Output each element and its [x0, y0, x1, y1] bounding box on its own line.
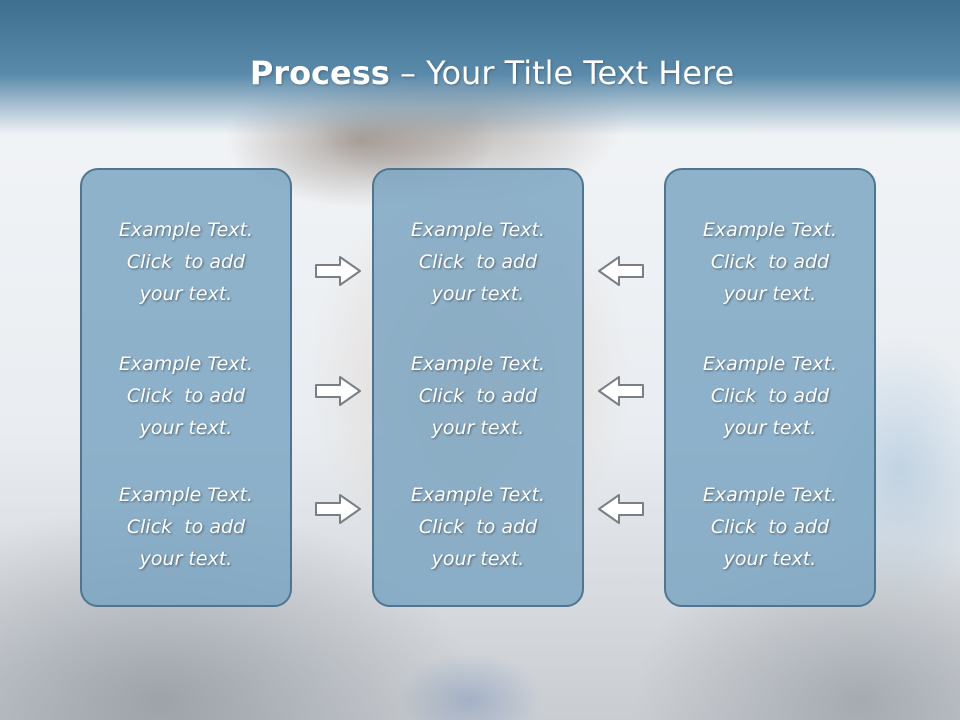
title-bar — [0, 0, 960, 135]
text-line: your text. — [431, 283, 525, 305]
text-line: Click to add — [126, 516, 246, 538]
text-block[interactable]: Example Text. Click to add your text. — [82, 214, 290, 310]
text-line: your text. — [723, 283, 817, 305]
text-line: Click to add — [418, 516, 538, 538]
text-line: your text. — [723, 417, 817, 439]
text-line: Example Text. — [118, 353, 254, 375]
text-line: Example Text. — [118, 484, 254, 506]
text-block[interactable]: Example Text. Click to add your text. — [374, 479, 582, 575]
title-bold: Process — [249, 54, 390, 92]
text-line: Click to add — [418, 385, 538, 407]
right-arrow-icon[interactable] — [314, 374, 362, 408]
text-line: your text. — [723, 548, 817, 570]
text-block[interactable]: Example Text. Click to add your text. — [666, 214, 874, 310]
text-line: Click to add — [126, 385, 246, 407]
text-line: your text. — [139, 548, 233, 570]
text-line: Example Text. — [410, 219, 546, 241]
text-line: Example Text. — [118, 219, 254, 241]
text-line: Example Text. — [702, 353, 838, 375]
text-line: Click to add — [710, 251, 830, 273]
text-block[interactable]: Example Text. Click to add your text. — [666, 479, 874, 575]
left-arrow-icon[interactable] — [597, 492, 645, 526]
text-line: Example Text. — [410, 353, 546, 375]
text-line: Click to add — [710, 516, 830, 538]
text-line: your text. — [431, 417, 525, 439]
right-arrow-icon[interactable] — [314, 254, 362, 288]
text-block[interactable]: Example Text. Click to add your text. — [82, 479, 290, 575]
text-block[interactable]: Example Text. Click to add your text. — [82, 348, 290, 444]
text-block[interactable]: Example Text. Click to add your text. — [374, 348, 582, 444]
text-line: your text. — [139, 417, 233, 439]
text-line: Click to add — [710, 385, 830, 407]
process-box-right[interactable]: Example Text. Click to add your text. Ex… — [664, 168, 876, 607]
text-line: Click to add — [126, 251, 246, 273]
text-line: Example Text. — [702, 219, 838, 241]
text-line: Example Text. — [410, 484, 546, 506]
process-box-center[interactable]: Example Text. Click to add your text. Ex… — [372, 168, 584, 607]
process-box-left[interactable]: Example Text. Click to add your text. Ex… — [80, 168, 292, 607]
text-block[interactable]: Example Text. Click to add your text. — [374, 214, 582, 310]
text-line: Click to add — [418, 251, 538, 273]
text-line: your text. — [139, 283, 233, 305]
text-block[interactable]: Example Text. Click to add your text. — [666, 348, 874, 444]
title-rest: – Your Title Text Here — [389, 54, 735, 92]
left-arrow-icon[interactable] — [597, 374, 645, 408]
right-arrow-icon[interactable] — [314, 492, 362, 526]
slide-title[interactable]: Process – Your Title Text Here — [0, 54, 960, 92]
text-line: Example Text. — [702, 484, 838, 506]
text-line: your text. — [431, 548, 525, 570]
left-arrow-icon[interactable] — [597, 254, 645, 288]
